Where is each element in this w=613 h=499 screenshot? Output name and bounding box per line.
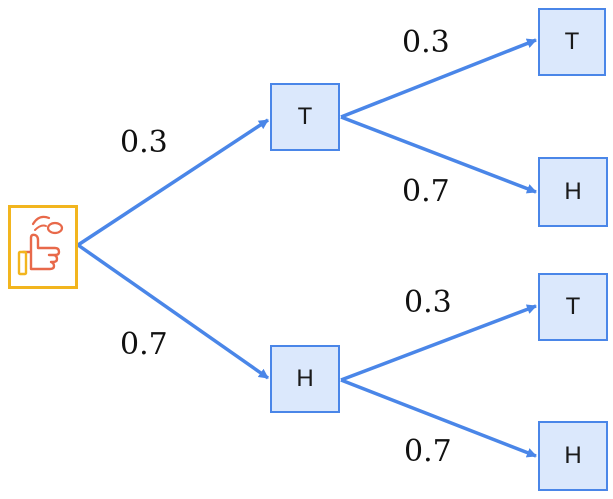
edge-h-to-t [340, 304, 537, 382]
node-level2-h-t: T [538, 273, 608, 341]
node-level2-h-h: H [538, 421, 608, 491]
prob-label-root-t: 0.3 [120, 125, 168, 160]
node-level1-t: T [270, 83, 340, 151]
edge-root-to-h [76, 243, 270, 380]
coin-root [8, 205, 78, 289]
edge-t-to-h [340, 115, 537, 194]
coin-flip-hand-icon [17, 215, 64, 276]
node-level2-t-t: T [538, 8, 606, 76]
prob-label-t-t: 0.3 [402, 25, 450, 60]
edge-root-to-t [77, 118, 269, 247]
edge-h-to-h [340, 378, 537, 458]
prob-label-h-t: 0.3 [404, 285, 452, 320]
prob-label-h-h: 0.7 [404, 434, 452, 469]
node-level1-h: H [270, 345, 340, 413]
node-level2-t-h: H [538, 157, 608, 227]
edge-t-to-t [340, 38, 537, 119]
prob-label-root-h: 0.7 [120, 327, 168, 362]
prob-label-t-h: 0.7 [402, 174, 450, 209]
